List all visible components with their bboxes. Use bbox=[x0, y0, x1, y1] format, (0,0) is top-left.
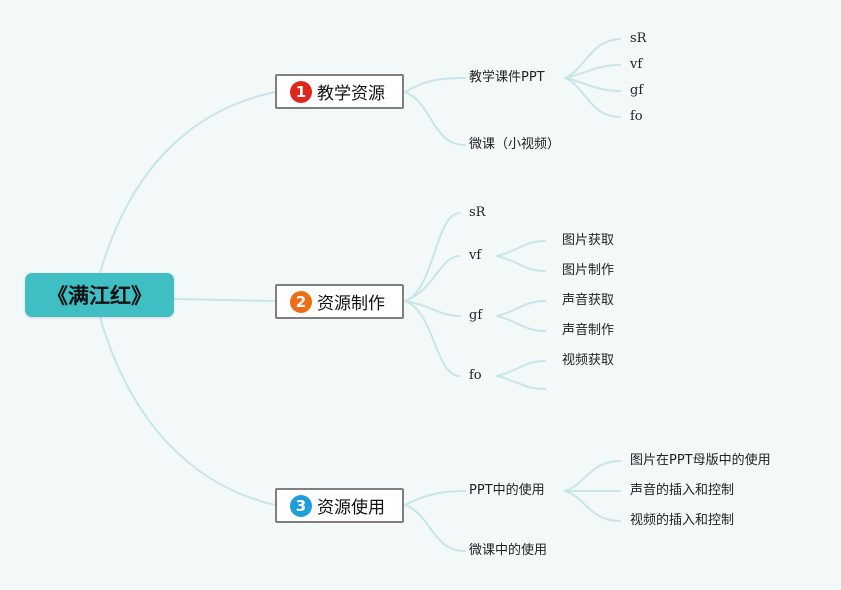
number-badge-icon: 1 bbox=[290, 80, 312, 103]
subtopic[interactable]: sR bbox=[469, 205, 486, 220]
leaf-topic[interactable]: 图片在PPT母版中的使用 bbox=[630, 453, 771, 468]
leaf-topic[interactable]: sR bbox=[630, 31, 647, 46]
leaf-topic[interactable]: gf bbox=[630, 83, 644, 98]
subtopic-micro-lesson-usage[interactable]: 微课中的使用 bbox=[469, 543, 548, 558]
branch-teaching-resources[interactable]: 1 教学资源 bbox=[275, 74, 404, 109]
leaf-topic[interactable]: 图片获取 bbox=[562, 233, 615, 248]
leaf-topic[interactable]: 视频获取 bbox=[562, 353, 615, 368]
leaf-topic[interactable]: 声音的插入和控制 bbox=[630, 483, 735, 498]
leaf-topic[interactable]: 视频的插入和控制 bbox=[630, 513, 735, 528]
leaf-topic[interactable]: 图片制作 bbox=[562, 263, 615, 278]
leaf-topic[interactable]: fo bbox=[630, 109, 643, 124]
number-badge-icon: 2 bbox=[290, 290, 312, 313]
leaf-topic[interactable]: vf bbox=[630, 57, 643, 72]
number-badge-icon: 3 bbox=[290, 494, 312, 517]
subtopic[interactable]: gf bbox=[469, 308, 483, 323]
branch-label: 资源使用 bbox=[317, 498, 385, 518]
root-topic[interactable]: 《满江红》 bbox=[25, 273, 174, 317]
leaf-topic[interactable]: 声音制作 bbox=[562, 323, 615, 338]
subtopic-courseware-ppt[interactable]: 教学课件PPT bbox=[469, 70, 545, 85]
subtopic-ppt-usage[interactable]: PPT中的使用 bbox=[469, 483, 545, 498]
branch-label: 资源制作 bbox=[317, 294, 385, 314]
subtopic[interactable]: vf bbox=[469, 248, 482, 263]
subtopic[interactable]: fo bbox=[469, 368, 482, 383]
subtopic-micro-lesson[interactable]: 微课（小视频） bbox=[469, 137, 561, 152]
branch-resource-production[interactable]: 2 资源制作 bbox=[275, 284, 404, 319]
branch-label: 教学资源 bbox=[317, 84, 385, 104]
leaf-topic[interactable]: 声音获取 bbox=[562, 293, 615, 308]
root-topic-label: 《满江红》 bbox=[47, 284, 152, 308]
branch-resource-usage[interactable]: 3 资源使用 bbox=[275, 488, 404, 523]
